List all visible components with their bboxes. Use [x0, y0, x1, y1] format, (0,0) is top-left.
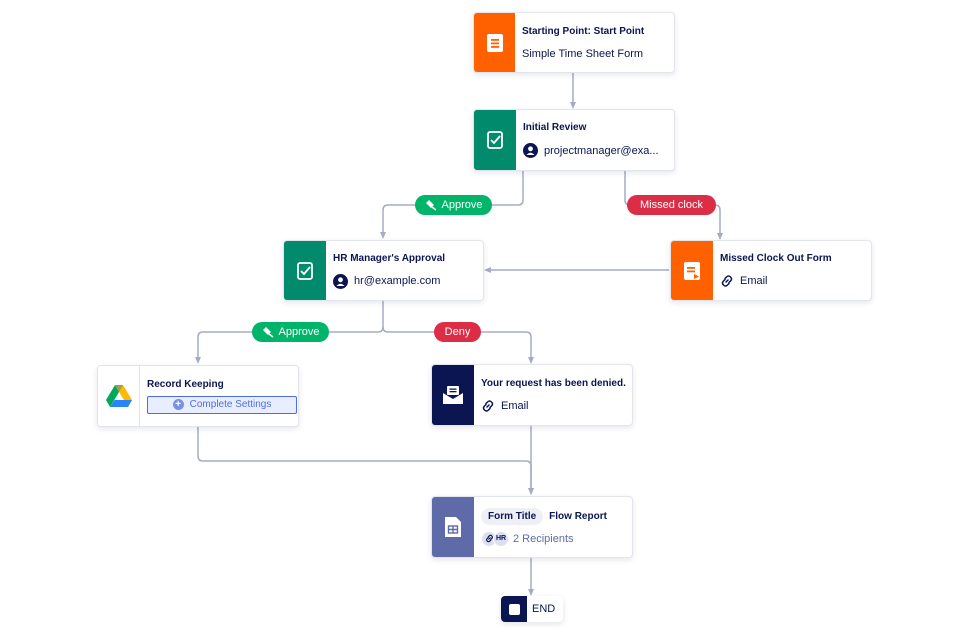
node-subtitle: Simple Time Sheet Form	[522, 47, 644, 60]
recipient-avatars: HR	[481, 530, 509, 547]
delivery-method: Email	[720, 274, 863, 288]
denied-email-node[interactable]: Your request has been denied. Email	[431, 364, 633, 426]
node-title: Form Title Flow Report	[481, 507, 624, 525]
report-icon	[432, 497, 474, 557]
start-point-node[interactable]: Starting Point: Start Point Simple Time …	[473, 12, 675, 73]
flow-report-node[interactable]: Form Title Flow Report HR 2 Recipients	[431, 496, 633, 558]
approval-icon	[474, 110, 516, 170]
approval-icon	[284, 241, 326, 300]
node-title: HR Manager's Approval	[333, 252, 446, 264]
missed-clock-form-node[interactable]: Missed Clock Out Form Email	[670, 240, 872, 301]
approve-icon	[262, 326, 274, 338]
plus-icon: +	[172, 399, 184, 410]
form-icon	[671, 241, 713, 300]
node-title: Record Keeping	[147, 378, 224, 390]
initial-review-node[interactable]: Initial Review projectmanager@exa...	[473, 109, 675, 171]
google-drive-icon	[98, 366, 140, 426]
user-icon	[333, 273, 348, 289]
email-icon	[432, 365, 474, 425]
link-icon	[481, 399, 495, 413]
link-icon	[720, 274, 734, 288]
delivery-method: Email	[481, 399, 624, 413]
badge-label: Missed clock	[640, 199, 703, 211]
node-title: Starting Point: Start Point	[522, 25, 645, 37]
form-title-chip: Form Title	[481, 507, 544, 525]
node-title: Missed Clock Out Form	[720, 253, 832, 264]
hr-avatar: HR	[493, 530, 509, 547]
node-title: Your request has been denied.	[481, 377, 626, 389]
edge-hr-to-denied	[382, 326, 534, 364]
deny-badge[interactable]: Deny	[434, 322, 481, 342]
end-node[interactable]: END	[501, 596, 563, 622]
approve-badge[interactable]: Approve	[415, 195, 492, 215]
badge-label: Approve	[278, 326, 320, 338]
hr-approval-node[interactable]: HR Manager's Approval hr@example.com	[283, 240, 484, 301]
missed-clock-badge[interactable]: Missed clock	[627, 195, 716, 215]
user-icon	[523, 143, 538, 158]
badge-label: Approve	[441, 199, 483, 211]
approve-icon	[425, 199, 437, 211]
node-title: Initial Review	[523, 122, 587, 133]
button-label: Complete Settings	[189, 399, 272, 410]
edge-record-to-report	[197, 427, 534, 495]
stop-icon	[501, 596, 527, 622]
form-icon	[474, 13, 515, 72]
assignee: projectmanager@exa...	[523, 143, 666, 158]
end-label: END	[532, 603, 556, 615]
record-keeping-node[interactable]: Record Keeping + Complete Settings	[97, 365, 299, 427]
complete-settings-button[interactable]: + Complete Settings	[147, 395, 297, 414]
assignee: hr@example.com	[333, 273, 475, 289]
recipients: HR 2 Recipients	[481, 530, 624, 547]
badge-label: Deny	[444, 326, 471, 338]
approve-badge[interactable]: Approve	[252, 322, 329, 342]
